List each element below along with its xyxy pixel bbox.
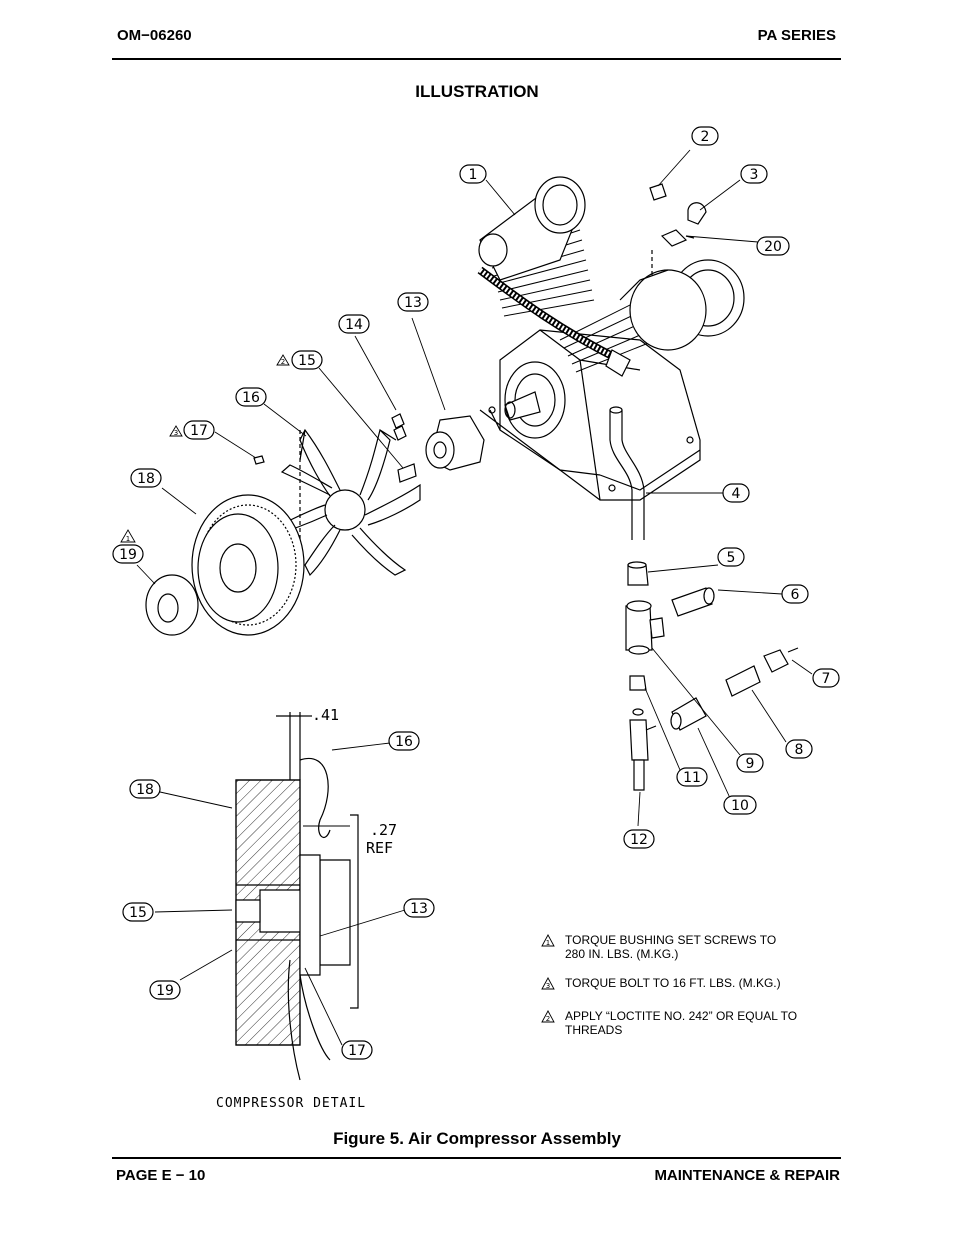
dimension-ref-value: .27 xyxy=(370,821,397,839)
note-1: 1 TORQUE BUSHING SET SCREWS TO 280 IN. L… xyxy=(541,933,790,961)
breather-tube-drawing xyxy=(609,406,645,540)
callout-12: 12 xyxy=(630,832,648,848)
note-3-text: TORQUE BOLT TO 16 FT. LBS. (M.KG.) xyxy=(565,976,781,990)
callout-3: 3 xyxy=(750,167,759,183)
callout-5: 5 xyxy=(727,550,736,566)
section-title: ILLUSTRATION xyxy=(415,82,539,101)
detail-callout-16: 16 xyxy=(395,734,413,750)
compressor-detail-drawing xyxy=(235,712,359,1081)
callout-balloons xyxy=(112,126,840,1060)
callout-6: 6 xyxy=(791,587,800,603)
callout-17-note-mark: 3 xyxy=(174,429,178,437)
page-number: PAGE E − 10 xyxy=(116,1167,206,1184)
top-fittings-drawing xyxy=(649,183,707,247)
dimension-top: .41 xyxy=(312,706,339,724)
detail-callout-15: 15 xyxy=(129,905,147,921)
detail-label: COMPRESSOR DETAIL xyxy=(216,1096,366,1111)
callout-15-note-mark: 2 xyxy=(281,358,285,366)
callout-13: 13 xyxy=(404,295,422,311)
footer-rule xyxy=(112,1157,841,1159)
callout-2: 2 xyxy=(701,129,710,145)
callout-1: 1 xyxy=(469,167,478,183)
fitting-chain-drawing xyxy=(625,561,799,791)
callout-19: 19 xyxy=(119,547,137,563)
pulley-bushing-drawing xyxy=(145,455,305,636)
note-1-triangle-icon: 1 xyxy=(541,934,555,947)
header-rule xyxy=(112,58,841,60)
figure-caption: Figure 5. Air Compressor Assembly xyxy=(333,1129,621,1148)
note-2-text: APPLY “LOCTITE NO. 242” OR EQUAL TO THRE… xyxy=(565,1009,798,1037)
callout-11: 11 xyxy=(683,770,701,786)
callout-14: 14 xyxy=(345,317,363,333)
footer-section: MAINTENANCE & REPAIR xyxy=(654,1167,840,1184)
detail-callout-13: 13 xyxy=(410,901,428,917)
callout-10: 10 xyxy=(731,798,749,814)
callout-19-note-mark: 1 xyxy=(126,535,130,543)
callout-15: 15 xyxy=(298,353,316,369)
callout-17: 17 xyxy=(190,423,208,439)
svg-text:3: 3 xyxy=(546,982,550,990)
leader-lines xyxy=(136,149,813,1046)
note-3-triangle-icon: 3 xyxy=(541,977,555,990)
callout-7: 7 xyxy=(822,671,831,687)
detail-callout-18: 18 xyxy=(136,782,154,798)
callout-4: 4 xyxy=(732,486,741,502)
callout-16: 16 xyxy=(242,390,260,406)
note-1-text: TORQUE BUSHING SET SCREWS TO 280 IN. LBS… xyxy=(565,933,777,961)
callout-8: 8 xyxy=(795,742,804,758)
hub-key-bolt-drawing xyxy=(391,413,485,483)
note-2: 2 APPLY “LOCTITE NO. 242” OR EQUAL TO TH… xyxy=(541,1009,800,1037)
callout-18: 18 xyxy=(137,471,155,487)
detail-callout-19: 19 xyxy=(156,983,174,999)
svg-text:1: 1 xyxy=(546,939,550,947)
dimension-ref-label: REF xyxy=(366,839,393,857)
series-name: PA SERIES xyxy=(757,27,836,44)
callout-warning-triangles xyxy=(120,354,290,543)
svg-text:2: 2 xyxy=(546,1015,550,1023)
detail-callout-17: 17 xyxy=(348,1043,366,1059)
note-2-triangle-icon: 2 xyxy=(541,1010,555,1023)
compressor-pump-drawing xyxy=(477,176,745,501)
callout-9: 9 xyxy=(746,756,755,772)
note-3: 3 TORQUE BOLT TO 16 FT. LBS. (M.KG.) xyxy=(541,976,825,990)
document-number: OM−06260 xyxy=(117,27,192,44)
callout-20: 20 xyxy=(764,239,782,255)
